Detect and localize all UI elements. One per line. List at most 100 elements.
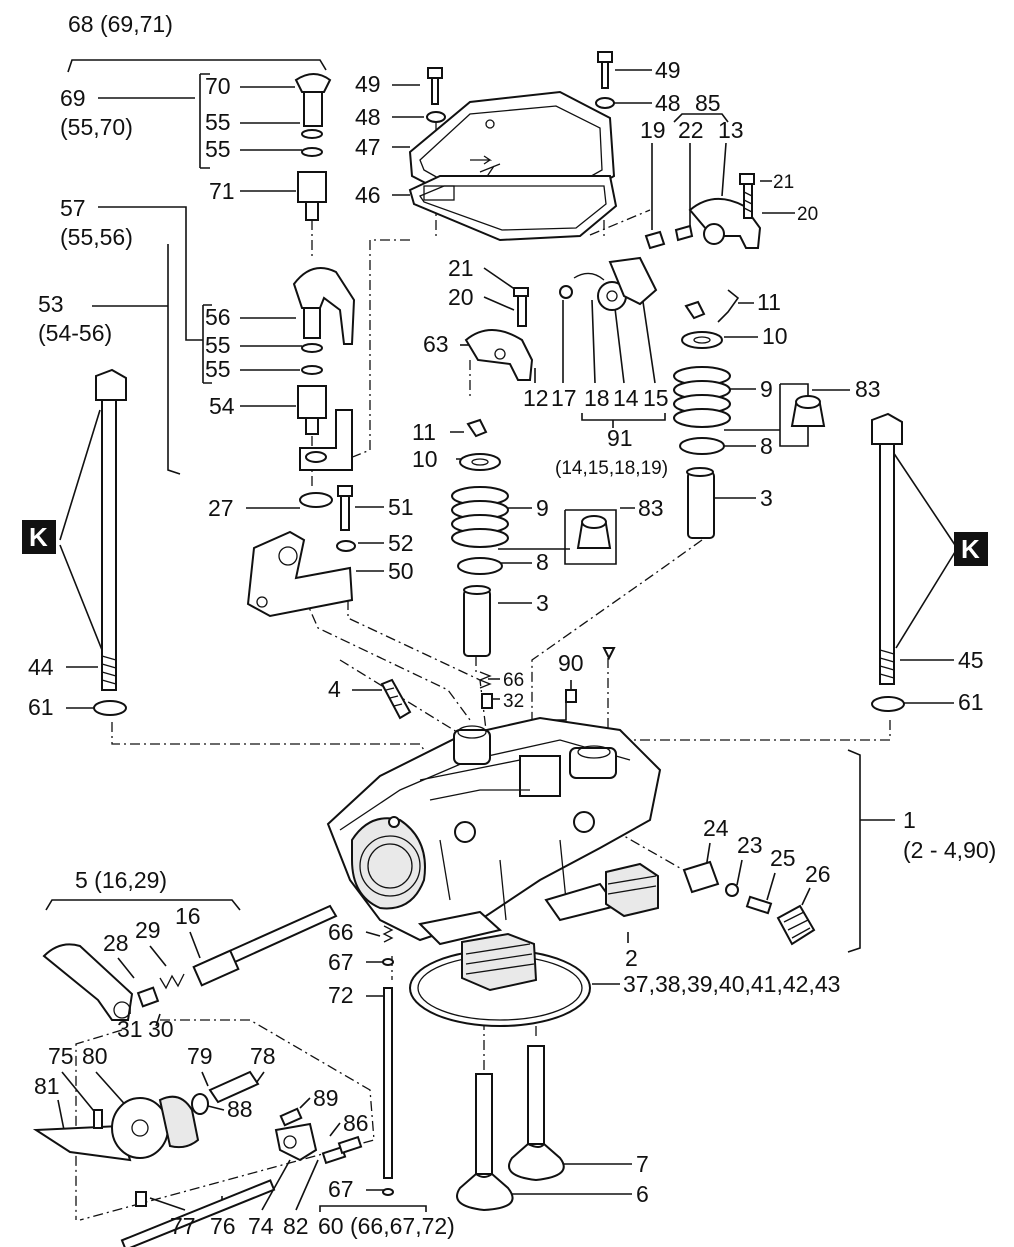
callout-l63: 63 [423, 331, 449, 357]
callout-l3b: 3 [536, 590, 549, 616]
callout-l76: 76 [210, 1213, 236, 1239]
callout-l5: 5 (16,29) [75, 867, 167, 893]
callout-l1: 1 [903, 807, 916, 833]
callout-l57b: (55,56) [60, 224, 133, 250]
callout-l6: 6 [636, 1181, 649, 1207]
callout-l44: 44 [28, 654, 54, 680]
callout-l83b: 83 [638, 495, 664, 521]
callout-l7: 7 [636, 1151, 649, 1177]
callout-l28: 28 [103, 930, 129, 956]
callout-l53b: (54-56) [38, 320, 112, 346]
callout-l70: 70 [205, 73, 231, 99]
valve-spring-right [673, 300, 826, 539]
callout-l25: 25 [770, 845, 796, 871]
callout-l8b: 8 [536, 549, 549, 575]
callout-l3a: 3 [760, 485, 773, 511]
k-marker-left [22, 520, 56, 554]
callout-l83a: 83 [855, 376, 881, 402]
callout-l81: 81 [34, 1073, 60, 1099]
callout-l18: 18 [584, 385, 610, 411]
callout-l91: 91 [607, 425, 633, 451]
callout-l45: 45 [958, 647, 984, 673]
callout-l32: 32 [503, 691, 524, 712]
leader-lines [45, 59, 956, 1212]
callout-l21b: 21 [448, 255, 474, 281]
callout-labels: 68 (69,71)69(55,70)7055557157(55,56)53(5… [28, 11, 996, 1239]
callout-l2: 2 [625, 945, 638, 971]
rocker-cover-gasket [408, 175, 618, 242]
callout-l14: 14 [613, 385, 639, 411]
studs [93, 368, 905, 716]
callout-l82: 82 [283, 1213, 309, 1239]
callout-l26: 26 [805, 861, 831, 887]
valve-spring-middle [451, 418, 612, 657]
callout-l52: 52 [388, 530, 414, 556]
callout-l27: 27 [208, 495, 234, 521]
callout-l15: 15 [643, 385, 669, 411]
head-small-parts [380, 647, 616, 720]
callout-l67a: 67 [328, 949, 354, 975]
callout-l55c: 55 [205, 332, 231, 358]
k-marker-left-text: K [29, 522, 48, 552]
callout-l9a: 9 [760, 376, 773, 402]
callout-l46: 46 [355, 182, 381, 208]
callout-l54: 54 [209, 393, 235, 419]
callout-l19: 19 [640, 117, 666, 143]
decompression-shaft [42, 904, 338, 1021]
callout-l10a: 10 [762, 323, 788, 349]
callout-l86: 86 [343, 1110, 369, 1136]
callout-l89: 89 [313, 1085, 339, 1111]
callout-l69: 69 [60, 85, 86, 111]
callout-l12: 12 [523, 385, 549, 411]
callout-l74: 74 [248, 1213, 274, 1239]
callout-l71: 71 [209, 178, 235, 204]
callout-l57: 57 [60, 195, 86, 221]
callout-l80: 80 [82, 1043, 108, 1069]
callout-l91b: (14,15,18,19) [555, 458, 668, 479]
callout-l61b: 61 [958, 689, 984, 715]
callout-l20a: 20 [797, 204, 818, 225]
callout-l75: 75 [48, 1043, 74, 1069]
callout-l55a: 55 [205, 109, 231, 135]
callout-l20b: 20 [448, 284, 474, 310]
callout-l11b: 11 [412, 419, 436, 445]
callout-l11a: 11 [757, 289, 781, 315]
callout-l55b: 55 [205, 136, 231, 162]
callout-l88: 88 [227, 1096, 253, 1122]
callout-l72: 72 [328, 982, 354, 1008]
callout-l56: 56 [205, 304, 231, 330]
callout-l31: 31 [117, 1016, 143, 1042]
callout-l51: 51 [388, 494, 414, 520]
callout-l3743: 37,38,39,40,41,42,43 [623, 971, 840, 997]
callout-l66b: 66 [328, 919, 354, 945]
callout-l48b: 48 [655, 90, 681, 116]
governor-parts [32, 1070, 363, 1247]
callout-l50: 50 [388, 558, 414, 584]
callout-l60: 60 (66,67,72) [318, 1213, 455, 1239]
rocker-arms [464, 173, 762, 381]
breather-parts [682, 860, 816, 946]
callout-l61a: 61 [28, 694, 54, 720]
cylinder-head [326, 716, 662, 946]
callout-l16: 16 [175, 903, 201, 929]
callout-l10b: 10 [412, 446, 438, 472]
callout-l66a: 66 [503, 670, 524, 691]
callout-l79: 79 [187, 1043, 213, 1069]
callout-l78: 78 [250, 1043, 276, 1069]
callout-l30: 30 [148, 1016, 174, 1042]
callout-l17: 17 [551, 385, 577, 411]
callout-l68: 68 (69,71) [68, 11, 173, 37]
callout-l77: 77 [170, 1213, 196, 1239]
callout-l49b: 49 [655, 57, 681, 83]
valves [456, 1045, 565, 1212]
callout-l13: 13 [718, 117, 744, 143]
callout-l29: 29 [135, 917, 161, 943]
cover-bolts [426, 51, 615, 123]
callout-l67b: 67 [328, 1176, 354, 1202]
callout-l9b: 9 [536, 495, 549, 521]
callout-l49a: 49 [355, 71, 381, 97]
push-rod [382, 925, 394, 1196]
callout-l48a: 48 [355, 104, 381, 130]
